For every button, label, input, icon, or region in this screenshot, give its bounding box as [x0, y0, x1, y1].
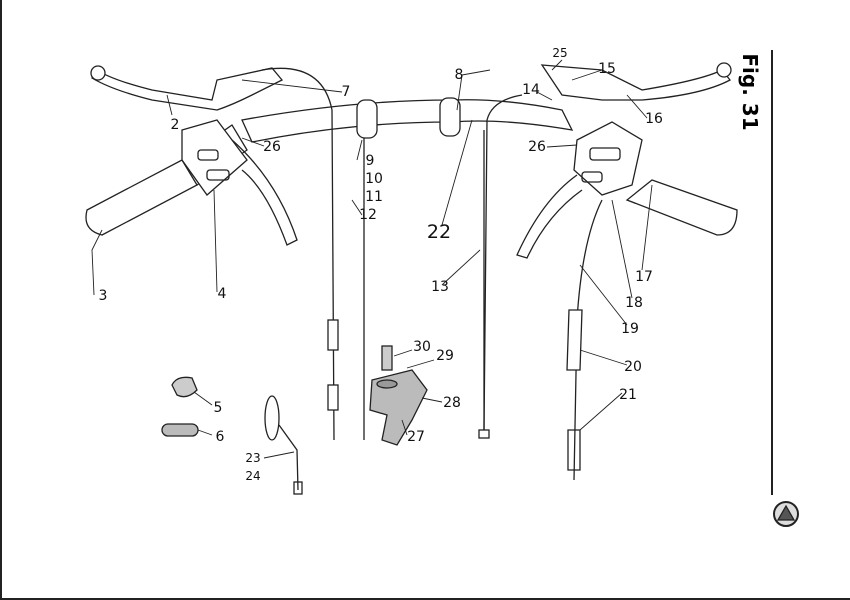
left-lever [91, 67, 284, 111]
callout-27: 27 [407, 429, 425, 445]
callout-18: 18 [625, 295, 643, 311]
callout-17: 17 [635, 269, 653, 285]
callout-5: 5 [213, 400, 223, 416]
left-switch [181, 119, 248, 196]
callout-22: 22 [426, 221, 452, 243]
part-5 [171, 376, 198, 398]
callout-11: 11 [365, 189, 383, 205]
callout-12: 12 [359, 207, 377, 223]
right-switch [573, 121, 643, 196]
callout-30: 30 [413, 339, 431, 355]
left-grip [85, 159, 198, 236]
callout-13: 13 [431, 279, 449, 295]
mirror [264, 395, 280, 441]
figure-title: Fig. 31 [738, 53, 762, 131]
callout-3: 3 [98, 288, 108, 304]
callout-28: 28 [443, 395, 461, 411]
clamp-part-28 [369, 369, 428, 446]
callout-15: 15 [598, 61, 616, 77]
callout-8: 8 [454, 67, 464, 83]
callout-23: 23 [245, 451, 261, 465]
callout-7: 7 [341, 84, 351, 100]
callout-10: 10 [365, 171, 383, 187]
callout-14: 14 [522, 82, 540, 98]
callout-9: 9 [365, 153, 375, 169]
callout-21: 21 [619, 387, 637, 403]
callout-26-left: 26 [263, 139, 281, 155]
callout-2: 2 [170, 117, 180, 133]
callout-24: 24 [245, 469, 261, 483]
handlebar-tube [241, 99, 574, 143]
callout-26-right: 26 [528, 139, 546, 155]
callout-19: 19 [621, 321, 639, 337]
callout-25: 25 [552, 46, 568, 60]
callout-4: 4 [217, 286, 227, 302]
part-6 [161, 423, 199, 437]
right-grip [625, 179, 738, 236]
callout-16: 16 [645, 111, 663, 127]
right-lever [540, 64, 731, 101]
callout-6: 6 [215, 429, 225, 445]
callout-20: 20 [624, 359, 642, 375]
callout-29: 29 [436, 348, 454, 364]
